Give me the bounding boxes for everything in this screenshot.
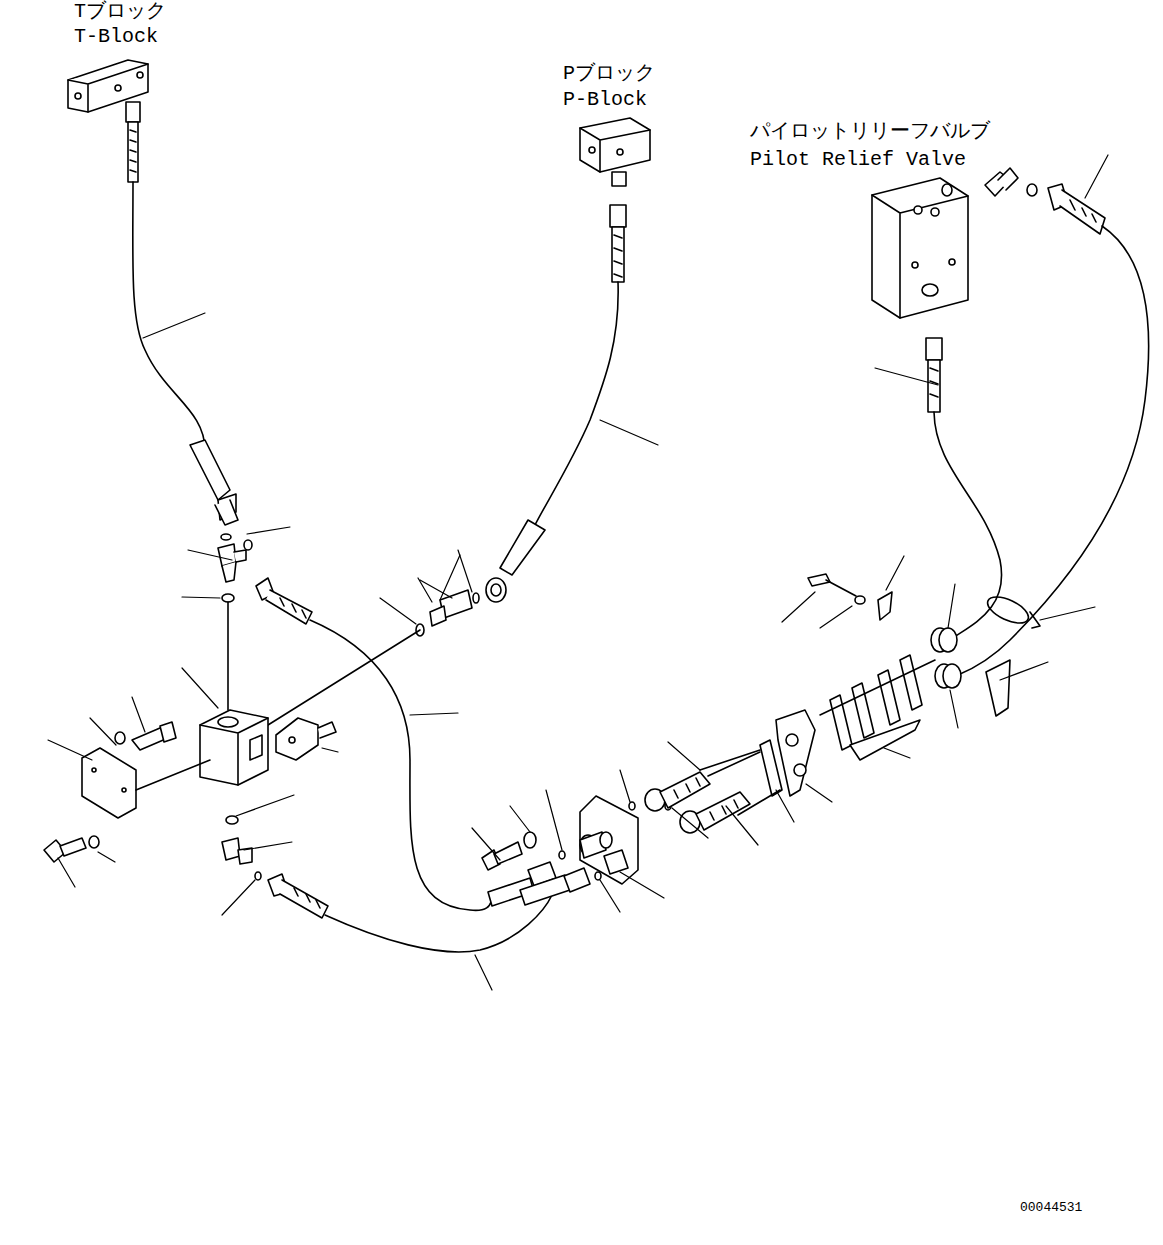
hose-valve-2 xyxy=(268,868,590,952)
part-name-ja: パイロットリリーフバルブ xyxy=(750,122,990,142)
hose-relief-1 xyxy=(926,338,1002,640)
pilot-relief-valve xyxy=(872,168,1037,318)
p-block xyxy=(580,118,650,186)
drawing-number: 00044531 xyxy=(1020,1201,1082,1214)
part-name-ja: Pブロック xyxy=(563,64,655,84)
cover-plate xyxy=(44,722,210,862)
part-name: T-Block xyxy=(74,27,158,47)
hose-valve-1 xyxy=(256,578,556,910)
hose-p xyxy=(486,205,626,602)
hose-t xyxy=(126,102,238,525)
part-name: P-Block xyxy=(563,90,647,110)
hose-relief-2 xyxy=(958,184,1149,675)
part-name-ja: Tブロック xyxy=(74,2,166,22)
hose-right xyxy=(645,752,760,833)
grommets xyxy=(808,574,1010,716)
bulkhead-plate xyxy=(482,796,671,884)
part-name: Pilot Relief Valve xyxy=(750,150,966,170)
tee-fitting xyxy=(218,534,252,710)
manifold-valve xyxy=(200,710,336,785)
leader-lines xyxy=(48,155,1108,990)
hose-clamps xyxy=(700,655,935,815)
